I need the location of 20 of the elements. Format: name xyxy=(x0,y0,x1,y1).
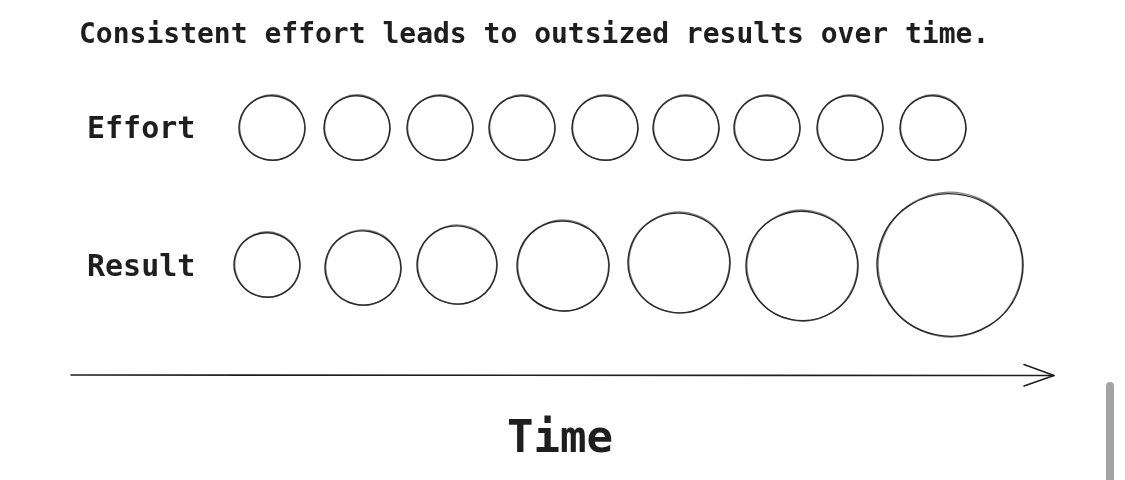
title: Consistent effort leads to outsized results over time. xyxy=(79,20,990,48)
result-circle xyxy=(514,217,612,315)
effort-circle xyxy=(404,92,476,164)
result-circle xyxy=(231,229,303,301)
effort-circle xyxy=(569,92,641,164)
row-label: Effort xyxy=(87,113,196,143)
row-label: Result xyxy=(87,251,196,281)
effort-circle xyxy=(731,92,803,164)
effort-circle xyxy=(650,92,722,164)
effort-circle xyxy=(321,92,393,164)
effort-circle xyxy=(486,92,558,164)
result-circle xyxy=(625,209,733,317)
result-circle xyxy=(743,207,861,325)
effort-circle xyxy=(236,92,308,164)
result-circle xyxy=(322,227,404,309)
axis-label: Time xyxy=(507,415,613,459)
effort-circle xyxy=(814,92,886,164)
result-circle xyxy=(874,189,1026,341)
result-circle xyxy=(414,222,500,308)
effort-circle xyxy=(897,92,969,164)
